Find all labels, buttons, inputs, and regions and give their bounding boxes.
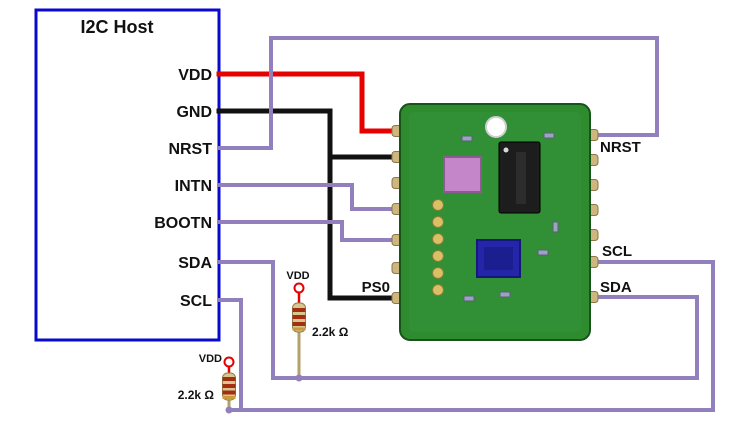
wires [216, 36, 715, 412]
host-pin-nrst: NRST [168, 141, 212, 158]
sensor-component [443, 156, 482, 193]
resistor-band [222, 396, 236, 399]
bootn-wire [217, 220, 400, 242]
smd-part [552, 221, 559, 233]
pullup1-vdd-terminal [293, 282, 305, 294]
host-title: I2C Host [80, 17, 153, 37]
via-pad [432, 233, 444, 245]
blue-component [476, 239, 521, 278]
via-pad [432, 284, 444, 296]
resistor-band [222, 377, 236, 381]
pullup1-vdd-label: VDD [286, 270, 309, 282]
smd-part [543, 132, 555, 139]
pullup2-value-label: 2.2k Ω [178, 388, 215, 402]
via-pad [432, 250, 444, 262]
via-pads [432, 199, 444, 296]
pullup2-vdd-label: VDD [199, 353, 222, 365]
blue-component-core [484, 247, 513, 270]
ic-pin1-dot [503, 147, 509, 153]
module-label-ps0: PS0 [362, 279, 390, 296]
main-ic [498, 141, 541, 214]
intn-wire [217, 183, 400, 211]
mounting-hole [485, 116, 507, 138]
gnd-ps0-wire [216, 108, 401, 301]
resistor-band [292, 322, 306, 326]
pullup1-junction-dot [295, 374, 303, 382]
module-label-nrst: NRST [600, 139, 641, 156]
smd-components [461, 132, 559, 302]
scl-wire [217, 260, 715, 412]
host-pin-scl: SCL [180, 293, 212, 310]
pullup-resistor-sda: VDD 2.2k Ω [286, 270, 349, 382]
resistor-band [292, 308, 306, 312]
host-pin-bootn: BOOTN [154, 215, 212, 232]
smd-part [537, 249, 549, 256]
smd-part [463, 295, 475, 302]
module-label-scl: SCL [602, 243, 632, 260]
host-pin-intn: INTN [175, 178, 212, 195]
resistor-band [222, 384, 236, 388]
via-pad [432, 199, 444, 211]
host-pin-vdd: VDD [178, 67, 212, 84]
module-label-sda: SDA [600, 279, 632, 296]
i2c-host-box [34, 8, 221, 342]
smd-part [499, 291, 511, 298]
i2c-host: I2C Host VDD GND NRST INTN BOOTN SDA SCL [34, 8, 221, 342]
smd-part [461, 135, 473, 142]
vdd-wire [216, 71, 401, 134]
pullup2-junction-dot [225, 406, 233, 414]
pullup2-vdd-terminal [223, 356, 235, 368]
pullup1-value-label: 2.2k Ω [312, 325, 349, 339]
via-pad [432, 267, 444, 279]
via-pad [432, 216, 444, 228]
host-pin-gnd: GND [176, 104, 212, 121]
resistor-band [222, 390, 236, 395]
resistor-band [292, 315, 306, 319]
sensor-module [391, 103, 599, 341]
ic-label-strip [516, 152, 526, 204]
module-pin-labels: NRST SCL SDA PS0 [362, 139, 641, 296]
host-pin-sda: SDA [178, 255, 212, 272]
sda-wire [217, 260, 699, 380]
pullup-resistor-scl: VDD 2.2k Ω [178, 353, 236, 414]
resistor-band [292, 327, 306, 331]
nrst-wire [217, 36, 659, 150]
